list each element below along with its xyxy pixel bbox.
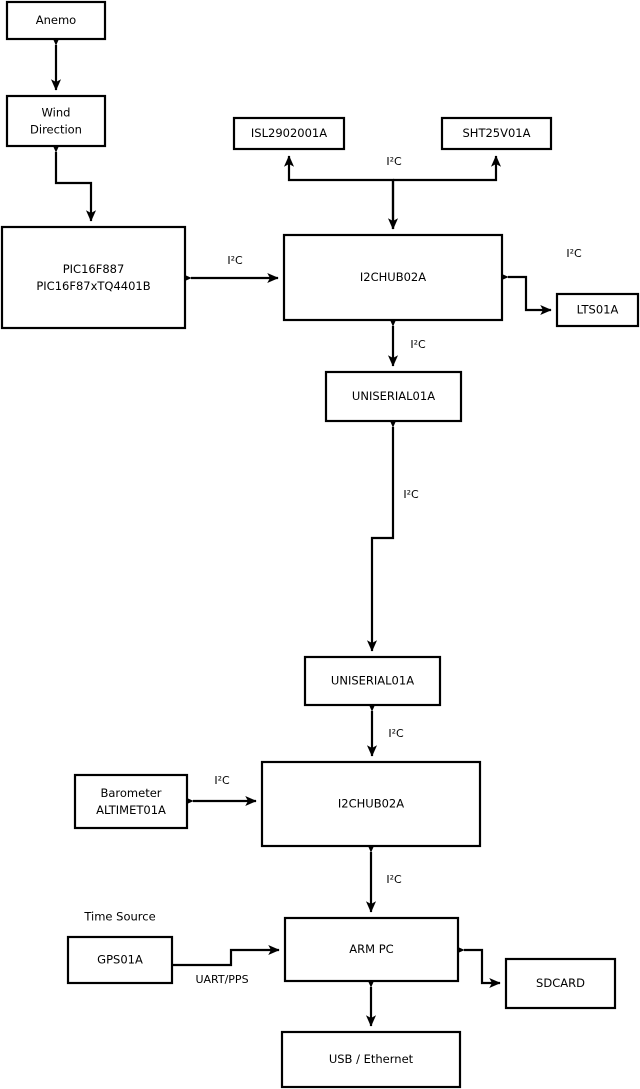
- node-label-hub_top: I2CHUB02A: [360, 270, 426, 284]
- node-label-gps: GPS01A: [97, 953, 143, 967]
- edge-winddir-pic: [50, 141, 97, 222]
- edge-label-barometer-hubbot: I²C: [214, 774, 230, 787]
- node-label-barometer: Barometer: [100, 786, 161, 800]
- edge-hub-lts: I²C: [497, 247, 582, 316]
- edge-line-bus-sht: [393, 155, 502, 182]
- node-box-uniserial_top[interactable]: [324, 370, 463, 423]
- edge-armpc-sdcard: [453, 944, 501, 989]
- edge-bus-sht: [393, 155, 502, 182]
- node-label-isl: ISL2902001A: [251, 126, 327, 140]
- edge-line-uniserial-link: [366, 416, 399, 652]
- node-label-uniserial_top: UNISERIAL01A: [352, 389, 435, 403]
- node-box-anemo[interactable]: [5, 0, 107, 41]
- node-label-lts: LTS01A: [577, 303, 619, 317]
- node-label-anemo: Anemo: [36, 13, 76, 27]
- node-label-sht: SHT25V01A: [463, 126, 531, 140]
- free-label-time-source: Time Source: [83, 910, 155, 924]
- node-label-usbeth: USB / Ethernet: [329, 1052, 414, 1066]
- node-label2-pic: PIC16F87xTQ4401B: [36, 279, 150, 293]
- node-box-lts[interactable]: [555, 292, 640, 328]
- edge-line-hub-bus-top: [283, 155, 395, 229]
- node-box-uniserial_bot[interactable]: [303, 655, 442, 707]
- node-box-sht[interactable]: [440, 116, 553, 151]
- node-sht[interactable]: SHT25V01A: [440, 116, 553, 151]
- node-hub_top[interactable]: I2CHUB02A: [282, 233, 504, 322]
- node-isl[interactable]: ISL2902001A: [232, 116, 346, 151]
- node-box-gps[interactable]: [66, 935, 174, 985]
- edge-line-hub-lts: [497, 271, 552, 316]
- node-label-pic: PIC16F887: [63, 262, 125, 276]
- node-box-usbeth[interactable]: [280, 1030, 462, 1089]
- node-sdcard[interactable]: SDCARD: [504, 957, 617, 1010]
- node-box-winddir[interactable]: [5, 94, 107, 148]
- edge-uniserial-link: I²C: [366, 416, 419, 652]
- node-label2-winddir: Direction: [30, 123, 82, 137]
- edges-layer: I²C I²C I²C I²C I²C I²C I²C I²C UART/PPS: [50, 34, 582, 1027]
- edge-line-gps-armpc: [172, 944, 280, 967]
- edge-line-armpc-sdcard: [453, 944, 501, 989]
- node-box-barometer[interactable]: [73, 773, 189, 830]
- edge-label-pic-hub: I²C: [227, 254, 243, 267]
- node-label-winddir: Wind: [42, 106, 71, 120]
- edge-line-winddir-pic: [50, 141, 97, 222]
- edge-label-uniserial-link: I²C: [403, 488, 419, 501]
- free-labels-layer: Time Source: [83, 910, 155, 924]
- node-anemo[interactable]: Anemo: [5, 0, 107, 41]
- node-uniserial_top[interactable]: UNISERIAL01A: [324, 370, 463, 423]
- edge-label-hub-bus-top: I²C: [386, 155, 402, 168]
- node-uniserial_bot[interactable]: UNISERIAL01A: [303, 655, 442, 707]
- edge-label-hubbot-armpc: I²C: [386, 873, 402, 886]
- node-label-sdcard: SDCARD: [536, 976, 585, 990]
- edge-label-hub-uniserial: I²C: [410, 338, 426, 351]
- node-box-isl[interactable]: [232, 116, 346, 151]
- node-box-sdcard[interactable]: [504, 957, 617, 1010]
- node-lts[interactable]: LTS01A: [555, 292, 640, 328]
- node-armpc[interactable]: ARM PC: [283, 916, 460, 983]
- node-box-hub_top[interactable]: [282, 233, 504, 322]
- node-gps[interactable]: GPS01A: [66, 935, 174, 985]
- edge-barometer-hubbot: I²C: [182, 774, 257, 807]
- node-label-hub_bot: I2CHUB02A: [338, 797, 404, 811]
- node-usbeth[interactable]: USB / Ethernet: [280, 1030, 462, 1089]
- edge-uniserial-hubbot: I²C: [366, 700, 404, 757]
- edge-hub-bus-top: I²C: [283, 155, 402, 229]
- node-label-uniserial_bot: UNISERIAL01A: [331, 674, 414, 688]
- node-box-armpc[interactable]: [283, 916, 460, 983]
- node-box-pic[interactable]: [0, 225, 187, 330]
- edge-label-gps-armpc: UART/PPS: [195, 973, 248, 986]
- edge-gps-armpc: UART/PPS: [172, 944, 280, 986]
- edge-label-uniserial-hubbot: I²C: [388, 727, 404, 740]
- node-label2-barometer: ALTIMET01A: [96, 803, 166, 817]
- edge-hub-uniserial: I²C: [387, 315, 426, 367]
- node-label-armpc: ARM PC: [349, 942, 393, 956]
- node-hub_bot[interactable]: I2CHUB02A: [260, 760, 482, 848]
- edge-pic-hub: I²C: [180, 254, 279, 284]
- edge-hubbot-armpc: I²C: [365, 841, 402, 913]
- node-box-hub_bot[interactable]: [260, 760, 482, 848]
- edge-label-hub-lts: I²C: [566, 247, 582, 260]
